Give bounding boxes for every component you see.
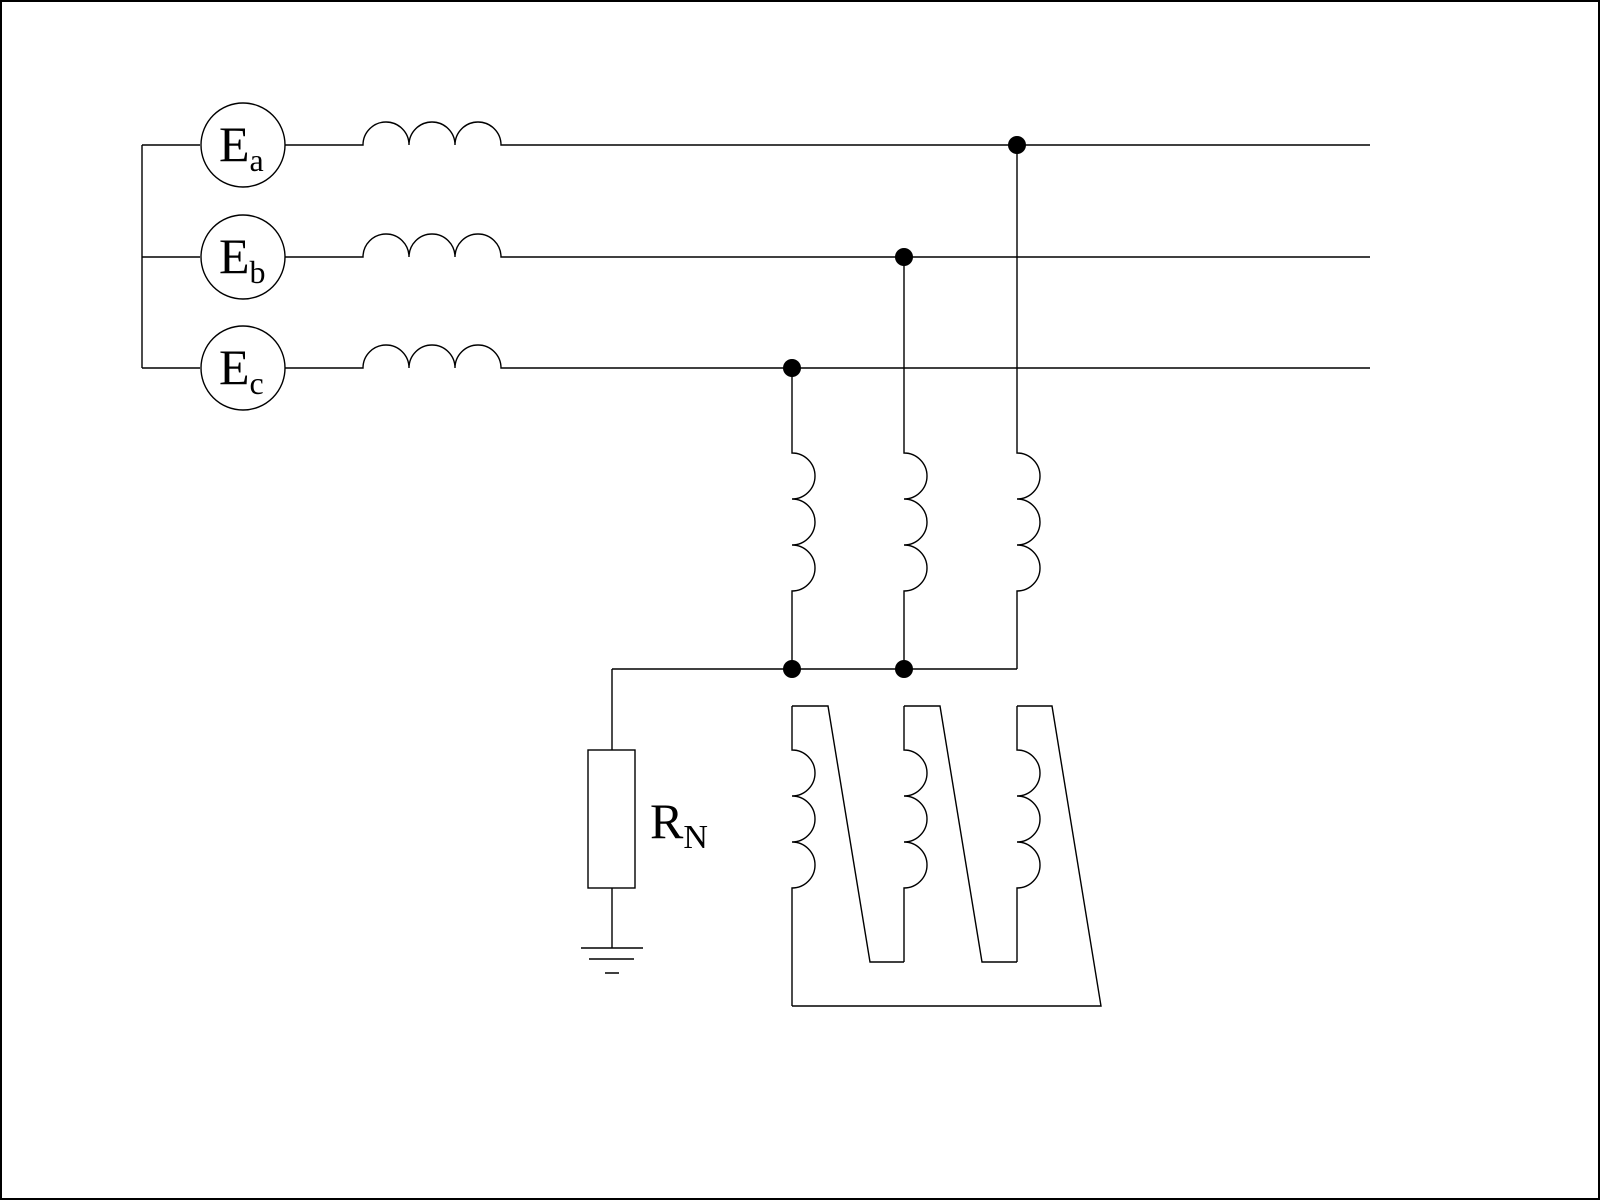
junction-dot (783, 660, 801, 678)
phase-a-series-inductor (285, 121, 1370, 146)
source-ea-label: Ea (219, 116, 264, 178)
primary-winding-a (1016, 145, 1041, 669)
junction-dot (895, 248, 913, 266)
junction-dot (895, 660, 913, 678)
secondary-winding-1 (791, 706, 816, 1006)
source-neutral-bus (141, 144, 200, 369)
secondary-winding-2 (903, 706, 928, 962)
secondary-winding-3 (1016, 706, 1041, 962)
source-ec-label: Ec (219, 339, 264, 401)
junction-dot (1008, 136, 1026, 154)
phase-a-line: Ea (200, 102, 1370, 188)
phase-b-line: Eb (200, 214, 1370, 300)
junction-dot (783, 359, 801, 377)
ground-symbol (581, 947, 643, 974)
phase-b-series-inductor (285, 233, 1370, 258)
source-eb-label: Eb (219, 228, 266, 290)
secondary-delta-link-3 (792, 705, 1102, 1007)
primary-winding-c (791, 368, 816, 669)
secondary-delta-link-2 (904, 705, 1017, 963)
secondary-delta-link-1 (792, 705, 904, 963)
phase-c-line: Ec (200, 325, 1370, 411)
primary-winding-b (903, 257, 928, 669)
resistor-label: RN (650, 793, 708, 856)
phase-c-series-inductor (285, 344, 1370, 369)
